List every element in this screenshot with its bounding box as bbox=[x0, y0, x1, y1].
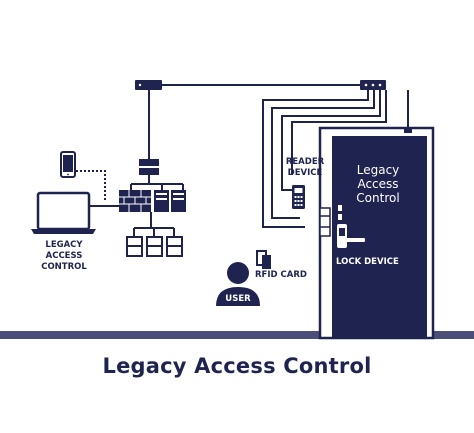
rfid-card-icon bbox=[256, 250, 271, 269]
reader-device-label: READER DEVICE bbox=[283, 157, 327, 179]
lock-device-label: LOCK DEVICE bbox=[336, 257, 399, 267]
card-reader-icon bbox=[292, 185, 305, 209]
firewall-icon bbox=[119, 190, 151, 212]
server-rack-icon bbox=[154, 190, 186, 212]
network-hub-icon bbox=[135, 80, 162, 90]
user-icon bbox=[216, 262, 260, 306]
user-label: USER bbox=[225, 294, 251, 304]
label-line: Control bbox=[356, 191, 400, 205]
legacy-access-control-laptop-label: LEGACY ACCESS CONTROL bbox=[34, 240, 94, 273]
network-switch-icon bbox=[139, 159, 159, 166]
rfid-card-label: RFID CARD bbox=[255, 270, 307, 280]
label-line: ACCESS bbox=[45, 251, 83, 261]
label-line: DEVICE bbox=[287, 168, 323, 178]
storage-drives-icon bbox=[126, 236, 183, 257]
door-frame bbox=[318, 126, 435, 340]
lock-device-icon bbox=[337, 205, 365, 248]
laptop-icon bbox=[31, 191, 96, 234]
label-line: READER bbox=[285, 157, 325, 167]
door-title-label: Legacy Access Control bbox=[338, 163, 418, 205]
door-wiring bbox=[262, 90, 411, 228]
label-line: LEGACY bbox=[45, 240, 83, 250]
diagram-caption: Legacy Access Control bbox=[102, 354, 372, 378]
label-line: Access bbox=[357, 177, 399, 191]
label-line: Legacy bbox=[356, 163, 400, 177]
label-line: CONTROL bbox=[41, 262, 87, 272]
smartphone-icon bbox=[60, 151, 76, 178]
floor-line bbox=[0, 331, 474, 339]
